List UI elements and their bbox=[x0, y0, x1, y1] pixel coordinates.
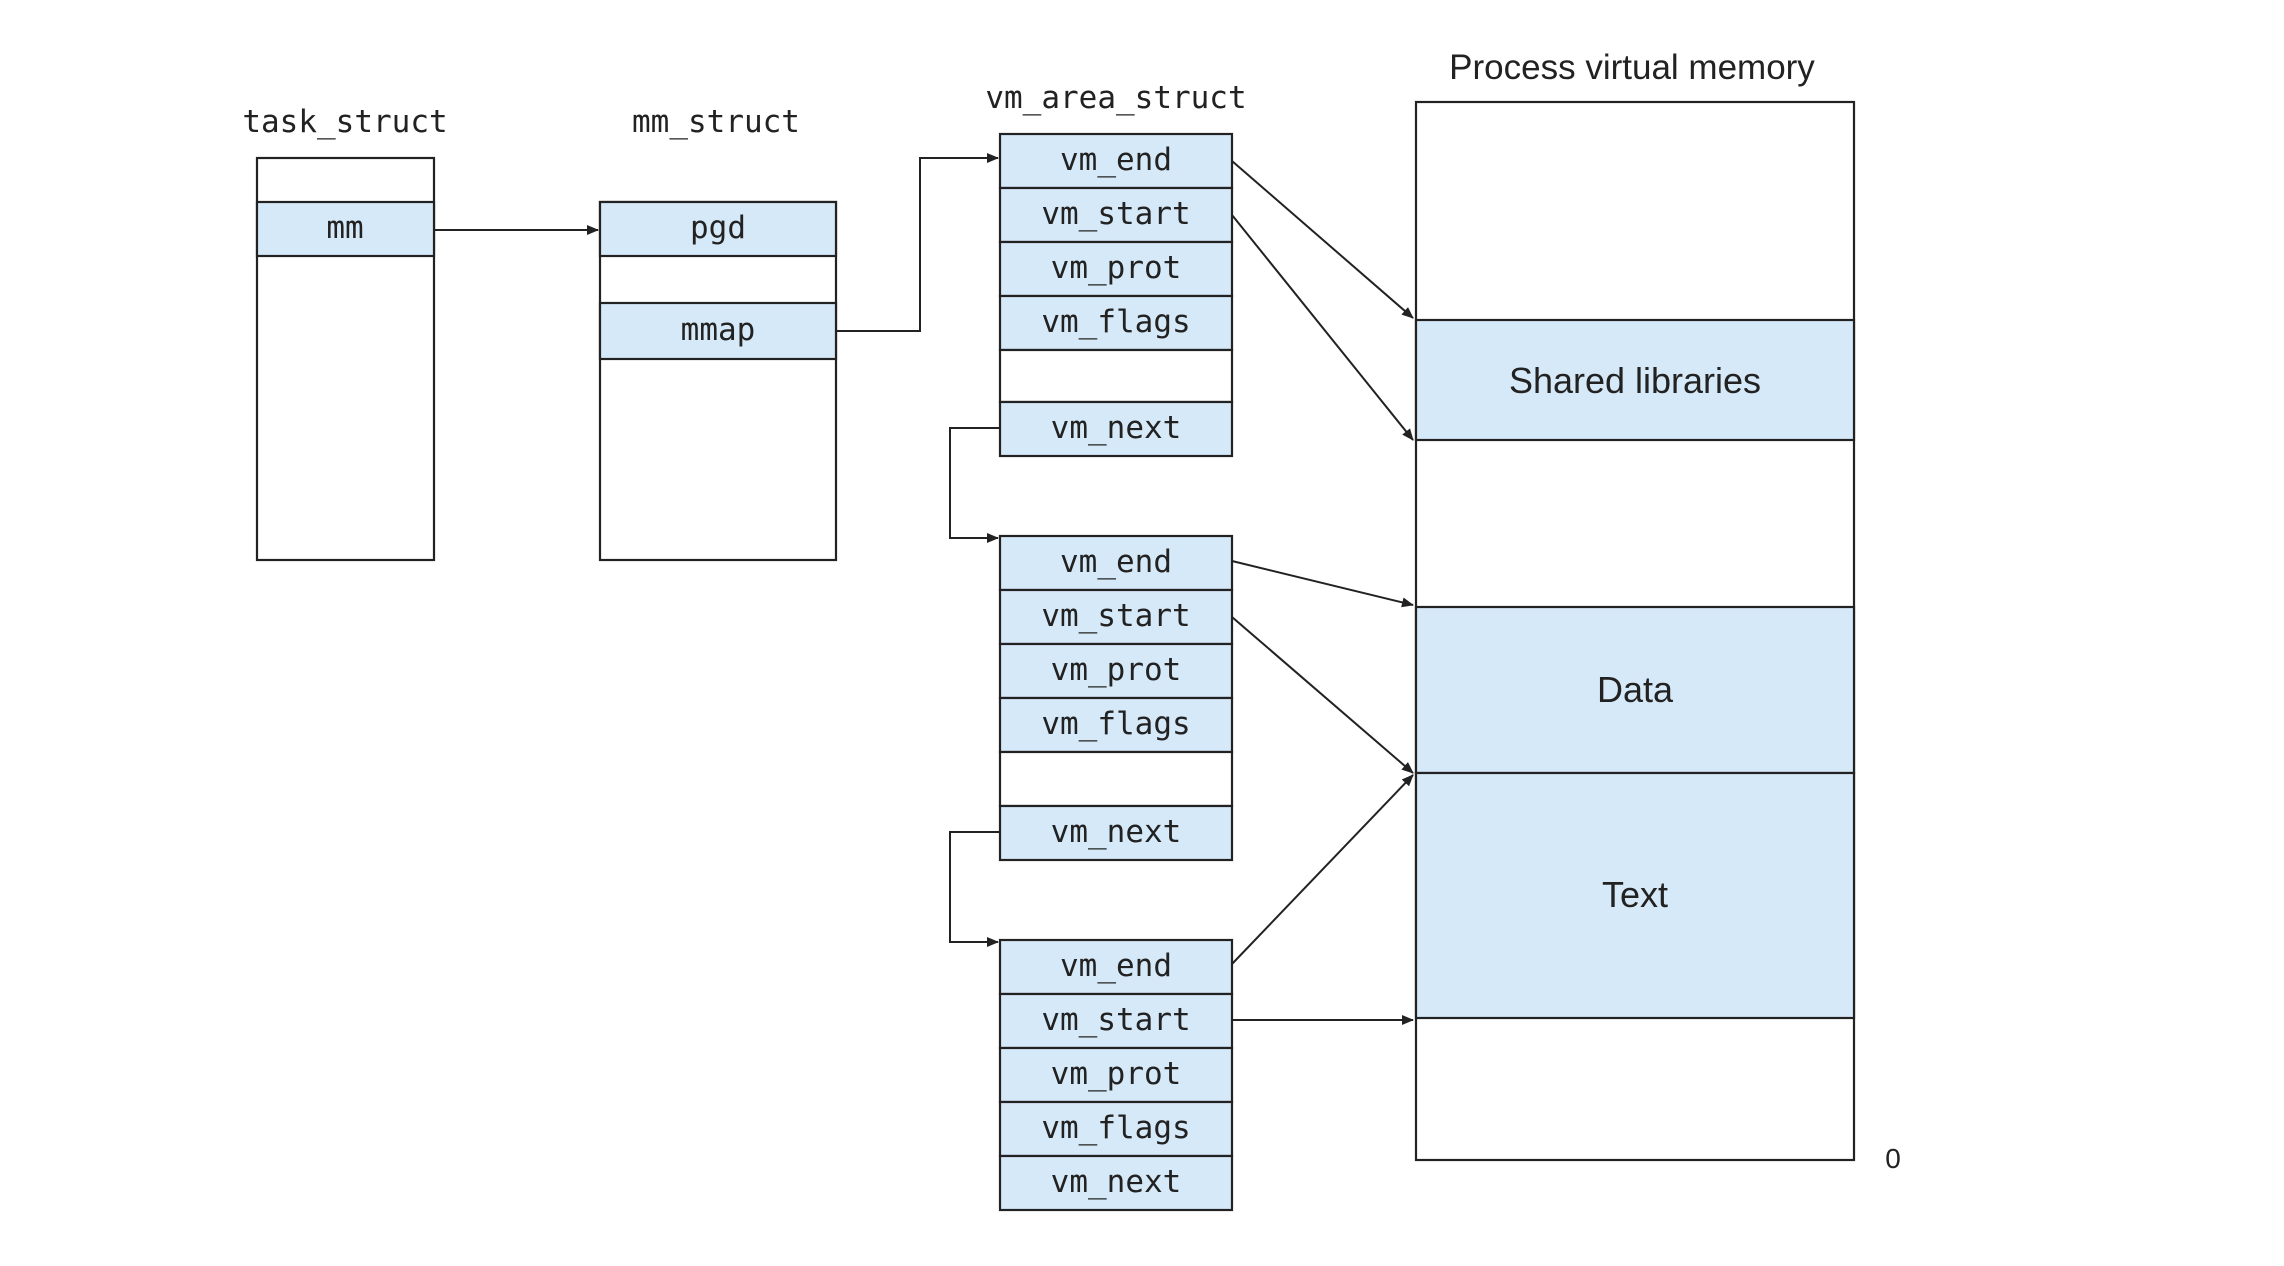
vm-area-1-vm-prot: vm_prot bbox=[1051, 250, 1182, 286]
text-label: Text bbox=[1602, 874, 1668, 915]
mm-struct-pgd-label: pgd bbox=[690, 210, 746, 246]
vm-area-2-end-arrow bbox=[1231, 560, 1414, 608]
data-region bbox=[1414, 605, 1856, 775]
vm-area-3-vm-flags: vm_flags bbox=[1041, 1110, 1190, 1146]
vm-area-2-vm-start: vm_start bbox=[1041, 598, 1190, 634]
vm-area-2-vm-end: vm_end bbox=[1060, 544, 1172, 580]
shared-libraries-label: Shared libraries bbox=[1509, 360, 1761, 401]
mm-struct-heading: mm_struct bbox=[632, 104, 800, 140]
vm-area-3-vm-start: vm_start bbox=[1041, 1002, 1190, 1038]
mm-struct-mmap-label: mmap bbox=[681, 312, 756, 348]
task-struct-mm-label: mm bbox=[326, 210, 363, 246]
vm-area-1-vm-next: vm_next bbox=[1051, 410, 1182, 446]
vm-area-1-vm-end: vm_end bbox=[1060, 142, 1172, 178]
vm-area-2-start-arrow bbox=[1231, 616, 1414, 774]
text-region bbox=[1414, 771, 1856, 1020]
shared-libraries-region bbox=[1414, 318, 1856, 442]
process-virtual-memory-heading: Process virtual memory bbox=[1449, 48, 1815, 87]
vm-area-3-vm-end: vm_end bbox=[1060, 948, 1172, 984]
data-label: Data bbox=[1597, 669, 1674, 710]
process-virtual-memory: Shared libraries Data Text bbox=[1414, 100, 1856, 1162]
mm-struct-box: pgd mmap bbox=[598, 200, 838, 562]
vm-next-1-arrow bbox=[949, 427, 1000, 543]
task-struct-box: mm bbox=[255, 156, 436, 562]
vm-area-2-vm-next: vm_next bbox=[1051, 814, 1182, 850]
vm-area-1-vm-start: vm_start bbox=[1041, 196, 1190, 232]
vm-area-1-end-arrow bbox=[1231, 160, 1414, 319]
vm-area-3-end-arrow bbox=[1231, 774, 1414, 965]
mm-struct-mmap-cell bbox=[598, 301, 838, 361]
vm-area-struct-2: vm_end vm_start vm_prot vm_flags vm_next bbox=[998, 534, 1234, 862]
vm-area-1-vm-flags: vm_flags bbox=[1041, 304, 1190, 340]
vm-area-2-vm-prot: vm_prot bbox=[1051, 652, 1182, 688]
vm-area-struct-1: vm_end vm_start vm_prot vm_flags vm_next bbox=[998, 132, 1234, 458]
vm-area-struct-3: vm_end vm_start vm_prot vm_flags vm_next bbox=[998, 938, 1234, 1212]
vm-area-struct-heading: vm_area_struct bbox=[985, 80, 1246, 116]
mmap-to-vm-area-arrow bbox=[836, 153, 999, 332]
task-struct-mm-cell bbox=[255, 200, 436, 258]
vm-next-2-arrow bbox=[949, 831, 1000, 947]
vm-area-3-vm-prot: vm_prot bbox=[1051, 1056, 1182, 1092]
vm-area-2-vm-flags: vm_flags bbox=[1041, 706, 1190, 742]
mm-struct-pgd-cell bbox=[598, 200, 838, 258]
vm-area-3-vm-next: vm_next bbox=[1051, 1164, 1182, 1200]
task-struct-heading: task_struct bbox=[242, 104, 447, 140]
address-zero-label: 0 bbox=[1885, 1143, 1901, 1174]
vm-area-1-start-arrow bbox=[1231, 214, 1414, 441]
